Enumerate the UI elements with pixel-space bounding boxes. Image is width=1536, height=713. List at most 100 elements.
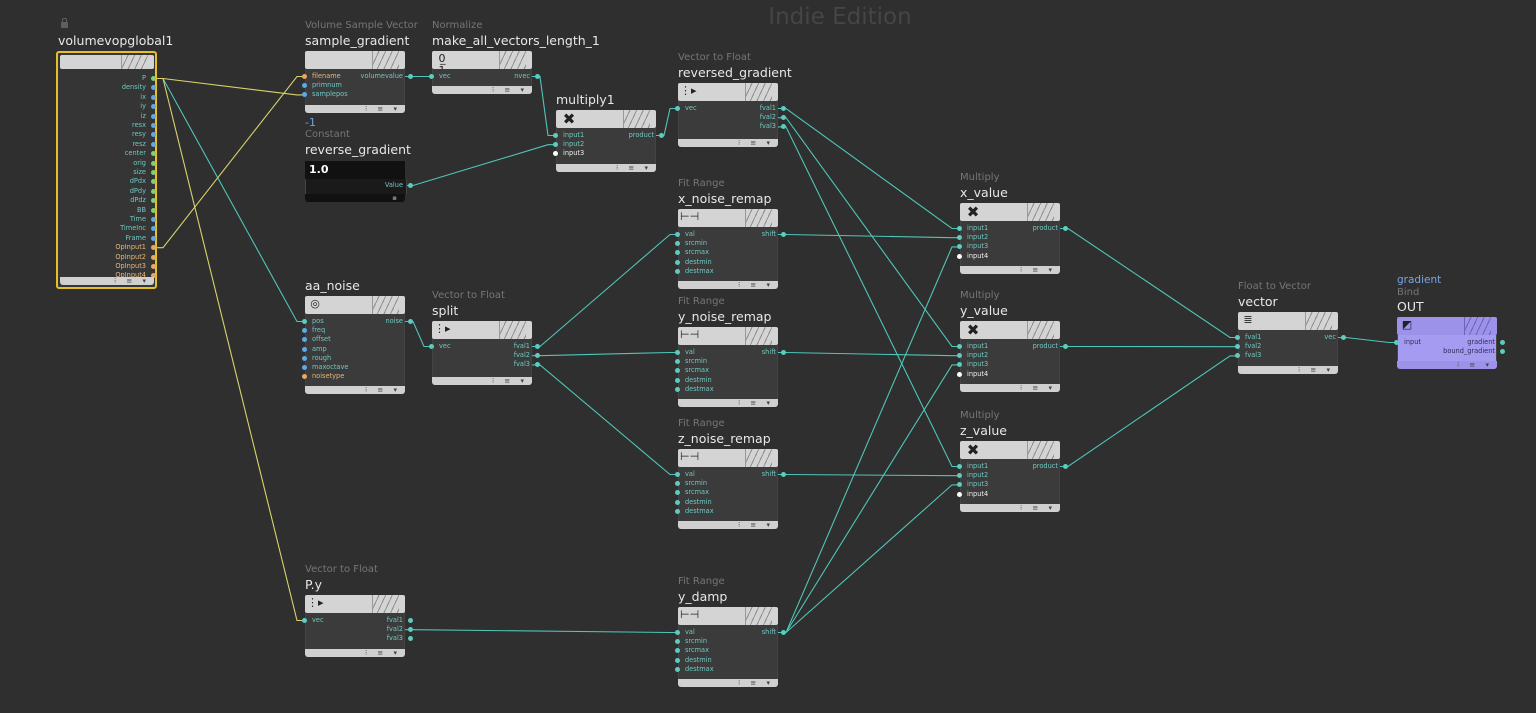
port-dot[interactable] <box>957 482 962 488</box>
port-dot[interactable] <box>553 142 558 148</box>
output-port-Value[interactable]: Value <box>305 181 413 190</box>
input-port-input2[interactable]: input2 <box>957 471 988 480</box>
port-dot[interactable] <box>675 232 680 237</box>
port-dot[interactable] <box>1394 340 1399 345</box>
port-dot[interactable] <box>781 350 786 355</box>
port-dot[interactable] <box>151 179 156 185</box>
input-port-fval1[interactable]: fval1 <box>1235 333 1261 342</box>
port-dot[interactable] <box>151 123 156 128</box>
input-port-destmin[interactable]: destmin <box>675 376 712 385</box>
node-header[interactable]: ≣ <box>1238 312 1338 330</box>
output-port-volumevalue[interactable]: volumevalue <box>305 72 413 81</box>
flags-icon[interactable] <box>1464 317 1491 335</box>
port-dot[interactable] <box>957 473 962 479</box>
port-dot[interactable] <box>675 648 680 654</box>
input-port-fval3[interactable]: fval3 <box>1235 351 1261 360</box>
input-port-input1[interactable]: input1 <box>957 462 988 471</box>
wire[interactable] <box>778 364 960 634</box>
port-dot[interactable] <box>151 254 156 260</box>
wire[interactable] <box>155 77 305 96</box>
input-port-filename[interactable]: filename <box>302 72 341 81</box>
port-size[interactable]: size <box>133 168 156 177</box>
flags-icon[interactable] <box>745 209 772 227</box>
input-port-input3[interactable]: input3 <box>957 480 988 489</box>
port-dot[interactable] <box>408 636 413 642</box>
port-dot[interactable] <box>781 630 786 635</box>
port-dPdz[interactable]: dPdz <box>130 196 156 205</box>
port-dot[interactable] <box>675 377 680 383</box>
port-dot[interactable] <box>151 141 156 147</box>
input-port-srcmin[interactable]: srcmin <box>675 357 707 366</box>
port-dot[interactable] <box>151 198 156 204</box>
input-port-vec[interactable]: vec <box>675 104 697 113</box>
port-density[interactable]: density <box>122 83 156 92</box>
input-port-input1[interactable]: input1 <box>553 131 584 140</box>
output-port-product[interactable]: product <box>556 131 664 140</box>
port-dPdx[interactable]: dPdx <box>130 177 156 186</box>
wire[interactable] <box>532 351 678 357</box>
output-port-fval2[interactable]: fval2 <box>432 351 540 360</box>
port-OpInput4[interactable]: OpInput4 <box>115 271 156 280</box>
node-header[interactable]: ◎ <box>305 296 405 314</box>
port-dot[interactable] <box>302 319 307 324</box>
port-dot[interactable] <box>302 328 307 334</box>
output-port-fval1[interactable]: fval1 <box>305 616 413 625</box>
input-port-val[interactable]: val <box>675 348 695 357</box>
wire[interactable] <box>778 233 960 239</box>
port-dot[interactable] <box>408 74 413 79</box>
port-OpInput2[interactable]: OpInput2 <box>115 253 156 262</box>
port-TimeInc[interactable]: TimeInc <box>120 224 156 233</box>
input-port-freq[interactable]: freq <box>302 326 325 335</box>
flags-icon[interactable] <box>745 327 772 345</box>
input-port-destmax[interactable]: destmax <box>675 507 714 516</box>
node-header[interactable] <box>60 55 154 69</box>
port-dot[interactable] <box>302 618 307 623</box>
output-port-fval2[interactable]: fval2 <box>678 113 786 122</box>
output-port-fval3[interactable]: fval3 <box>432 360 540 369</box>
port-dot[interactable] <box>675 666 680 672</box>
output-port-fval3[interactable]: fval3 <box>678 122 786 131</box>
input-port-destmax[interactable]: destmax <box>675 385 714 394</box>
port-dPdy[interactable]: dPdy <box>130 187 156 196</box>
output-port-product[interactable]: product <box>960 224 1068 233</box>
input-port-srcmax[interactable]: srcmax <box>675 488 709 497</box>
port-dot[interactable] <box>151 170 156 175</box>
input-port-val[interactable]: val <box>675 628 695 637</box>
node-header[interactable]: ✖ <box>556 110 656 128</box>
flags-icon[interactable] <box>623 110 650 128</box>
port-dot[interactable] <box>957 235 962 241</box>
port-BB[interactable]: BB <box>137 206 156 215</box>
port-Time[interactable]: Time <box>130 215 156 224</box>
port-dot[interactable] <box>151 132 156 138</box>
input-port-srcmax[interactable]: srcmax <box>675 646 709 655</box>
port-dot[interactable] <box>781 124 786 130</box>
input-port-vec[interactable]: vec <box>429 342 451 351</box>
input-port-destmin[interactable]: destmin <box>675 258 712 267</box>
port-dot[interactable] <box>302 374 307 380</box>
wire[interactable] <box>155 77 305 323</box>
port-OpInput3[interactable]: OpInput3 <box>115 262 156 271</box>
output-port-fval3[interactable]: fval3 <box>305 634 413 643</box>
input-port-pos[interactable]: pos <box>302 317 324 326</box>
flags-icon[interactable] <box>499 51 526 69</box>
input-port-primnum[interactable]: primnum <box>302 81 342 90</box>
port-dot[interactable] <box>151 235 156 241</box>
output-port-shift[interactable]: shift <box>678 628 786 637</box>
port-dot[interactable] <box>408 627 413 633</box>
port-dot[interactable] <box>675 359 680 365</box>
port-orig[interactable]: orig <box>133 159 156 168</box>
port-dot[interactable] <box>535 362 540 368</box>
input-port-srcmin[interactable]: srcmin <box>675 239 707 248</box>
port-dot[interactable] <box>675 241 680 247</box>
input-port-input1[interactable]: input1 <box>957 342 988 351</box>
input-port-input3[interactable]: input3 <box>553 149 584 158</box>
port-dot[interactable] <box>675 639 680 645</box>
port-dot[interactable] <box>1235 335 1240 340</box>
port-dot[interactable] <box>675 508 680 514</box>
port-dot[interactable] <box>429 74 434 79</box>
node-header[interactable]: ⋮▸ <box>432 321 532 339</box>
port-dot[interactable] <box>675 490 680 496</box>
port-dot[interactable] <box>1235 344 1240 350</box>
port-ix[interactable]: ix <box>140 93 156 102</box>
port-dot[interactable] <box>151 85 156 91</box>
